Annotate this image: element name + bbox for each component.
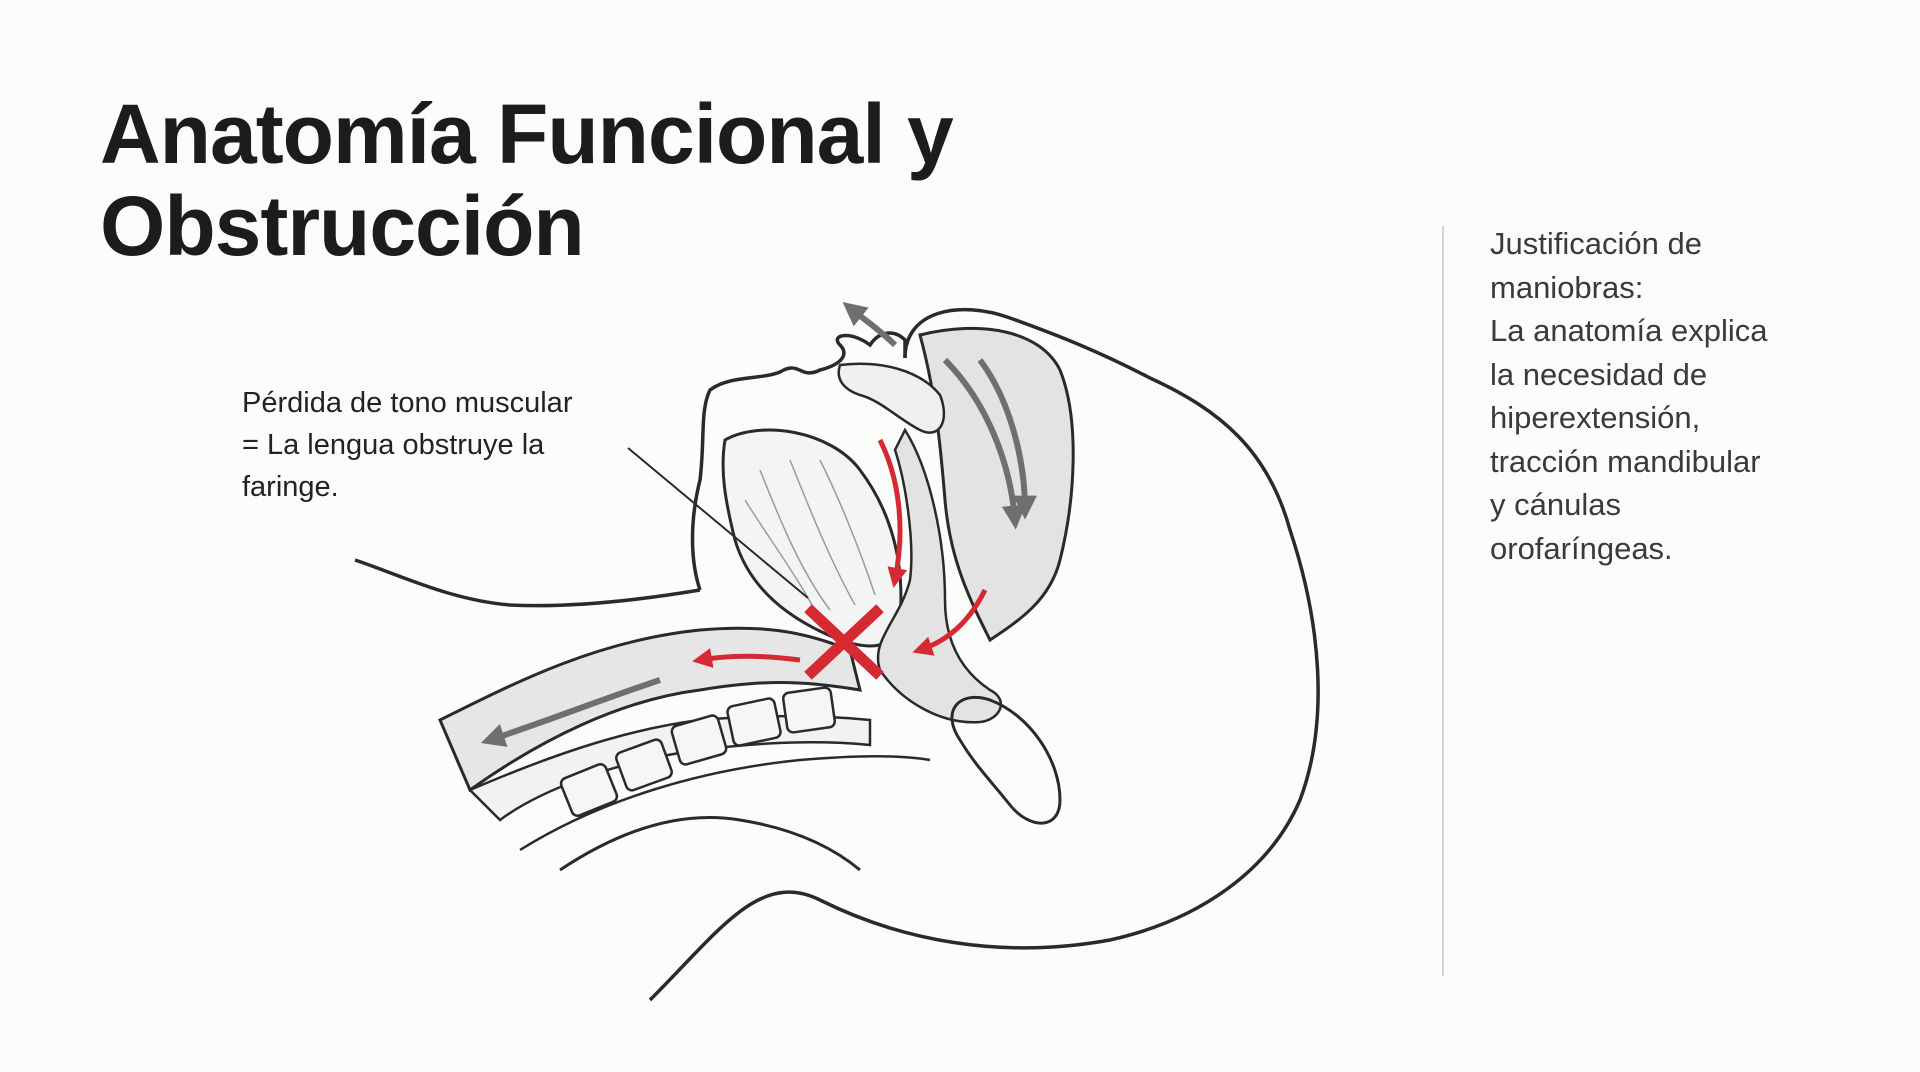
side-line-7: y cánulas xyxy=(1490,483,1890,527)
vertical-divider xyxy=(1442,226,1444,976)
justification-text: Justificación de maniobras: La anatomía … xyxy=(1490,222,1890,570)
neck-back-line xyxy=(560,817,860,870)
jaw-outline xyxy=(355,560,700,606)
side-line-3: La anatomía explica xyxy=(1490,309,1890,353)
side-line-2: maniobras: xyxy=(1490,266,1890,310)
airway-anatomy-diagram xyxy=(0,0,1440,1072)
side-line-8: orofaríngeas. xyxy=(1490,527,1890,571)
muscle-tone-callout: Pérdida de tono muscular = La lengua obs… xyxy=(242,382,662,508)
callout-line-3: faringe. xyxy=(242,466,662,508)
side-line-1: Justificación de xyxy=(1490,222,1890,266)
side-line-5: hiperextensión, xyxy=(1490,396,1890,440)
side-line-4: la necesidad de xyxy=(1490,353,1890,397)
side-line-6: tracción mandibular xyxy=(1490,440,1890,484)
callout-line-1: Pérdida de tono muscular xyxy=(242,382,662,424)
callout-line-2: = La lengua obstruye la xyxy=(242,424,662,466)
